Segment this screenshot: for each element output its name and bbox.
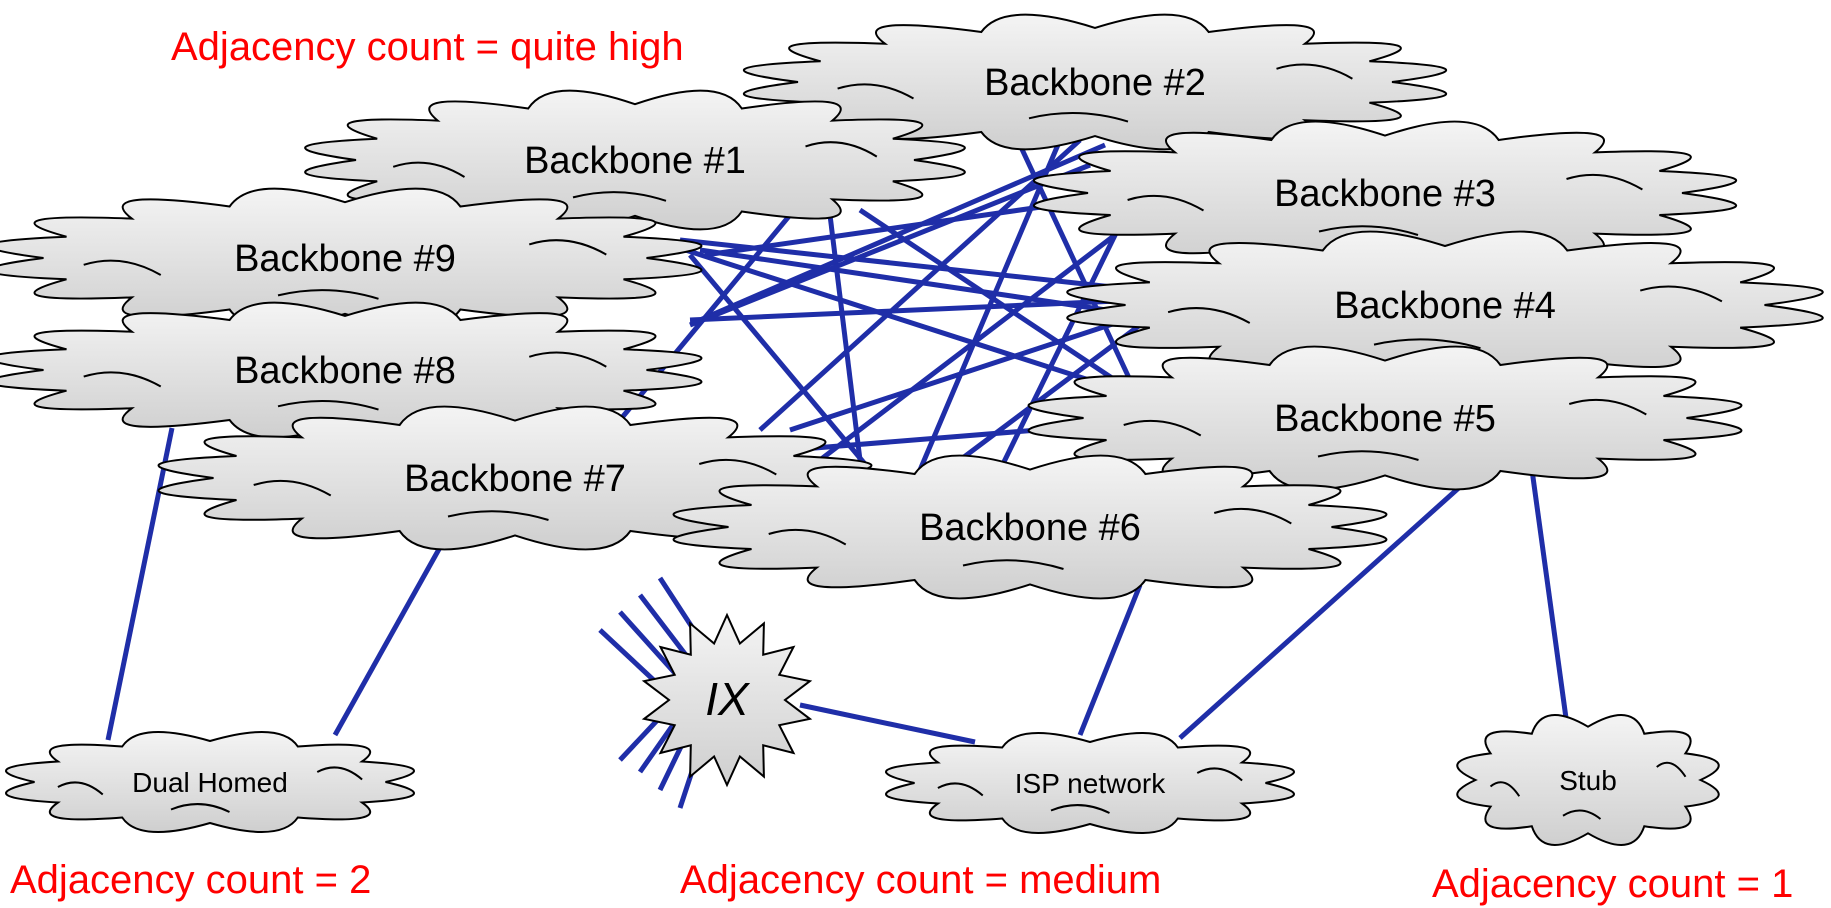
cloud-detail [1566,173,1643,191]
node-label-bb3: Backbone #3 [1274,173,1496,215]
cloud-detail [1196,767,1243,782]
link-bb4-bb6 [958,323,1142,462]
ix-stub-line [637,720,678,774]
cloud-detail [1373,338,1481,350]
cloud-detail [1656,761,1687,778]
cloud-detail [170,803,230,813]
link-bb4-bb9 [679,237,1141,293]
node-label-bb4: Backbone #4 [1334,285,1556,327]
cloud-bb8: Backbone #8 [0,301,703,439]
node-label-stub: Stub [1559,765,1617,796]
links-layer [105,138,1569,745]
cloud-detail [1276,63,1353,80]
cloud-detail [962,559,1064,570]
link-bb5-stub [1529,469,1569,719]
cloud-detail [1639,285,1723,303]
cloud-detail [1213,507,1292,525]
cloud-icon [743,13,1447,151]
caption-top: Adjacency count = quite high [171,25,684,69]
link-bb5-isp [1178,483,1464,740]
ix-star-icon [641,612,813,788]
caption-stub: Adjacency count = 1 [1432,862,1793,906]
cloud-bb4: Backbone #4 [1066,230,1824,380]
cloud-detail [57,781,104,796]
cloud-detail [937,782,984,797]
cloud-detail [528,351,607,368]
cloud-detail [1127,194,1205,212]
ix-label: IX [705,673,751,725]
link-bb3-bb7 [818,233,1117,462]
ix-node: IX [641,612,813,788]
cloud-detail [392,161,466,178]
link-bb4-bb8 [689,297,1141,323]
node-label-dual: Dual Homed [132,767,288,798]
link-bb7-dual [332,540,446,737]
cloud-detail [528,239,607,256]
caption-dual: Adjacency count = 2 [10,858,371,902]
link-bb3-bb9 [704,197,1091,258]
link-bb2-bb8 [699,142,1106,323]
cloud-detail [837,83,914,100]
cloud-detail [83,371,162,388]
cloud-icon [1456,714,1720,846]
node-label-bb6: Backbone #6 [919,507,1141,549]
node-label-bb9: Backbone #9 [234,238,456,280]
cloud-icon [304,89,966,231]
link-bb9-bb6 [688,253,872,472]
cloud-detail [316,766,363,781]
cloud-detail [1028,112,1129,123]
cloud-bb6: Backbone #6 [672,454,1388,600]
caption-isp: Adjacency count = medium [680,858,1161,902]
cloud-detail [1562,809,1602,820]
node-label-bb7: Backbone #7 [404,458,626,500]
cloud-detail [1318,225,1419,236]
clouds-layer: Backbone #2 Backbone #1 Backbone #3 Backbon… [0,13,1824,846]
cloud-dual: Dual Homed [5,731,415,833]
cloud-detail [253,479,332,497]
cloud-stub: Stub [1456,714,1720,846]
cloud-detail [805,141,878,158]
cloud-detail [83,259,162,276]
link-bb3-bb8 [689,162,1091,328]
cloud-bb5: Backbone #5 [1027,345,1743,491]
link-bb5-bb9 [669,242,1121,393]
node-label-bb2: Backbone #2 [984,62,1206,104]
cloud-bb1: Backbone #1 [304,89,966,231]
cloud-detail [698,458,777,476]
cloud-detail [1568,398,1647,416]
link-bb8-dual [105,427,175,741]
cloud-detail [277,289,379,300]
cloud-isp: ISP network [885,732,1295,834]
cloud-bb2: Backbone #2 [743,13,1447,151]
node-label-bb1: Backbone #1 [524,140,746,182]
cloud-detail [1167,307,1251,324]
cloud-detail [1050,804,1110,814]
cloud-detail [1123,419,1202,437]
cloud-icon [672,454,1388,600]
cloud-bb9: Backbone #9 [0,187,703,329]
link-bb6-isp [1077,584,1143,736]
cloud-icon [1027,345,1743,491]
cloud-icon [0,187,703,329]
cloud-detail [572,191,667,202]
cloud-detail [277,400,379,411]
cloud-detail [768,528,847,546]
link-bb4-bb7 [789,312,1141,433]
link-ix-isp [799,702,976,745]
node-label-bb8: Backbone #8 [234,350,456,392]
node-label-bb5: Backbone #5 [1274,398,1496,440]
cloud-detail [447,510,549,521]
cloud-detail [1489,781,1521,797]
cloud-detail [1317,450,1419,461]
node-label-isp: ISP network [1015,768,1166,799]
cloud-bb3: Backbone #3 [1033,120,1737,266]
cloud-icon [885,732,1295,834]
cloud-icon [5,731,415,833]
